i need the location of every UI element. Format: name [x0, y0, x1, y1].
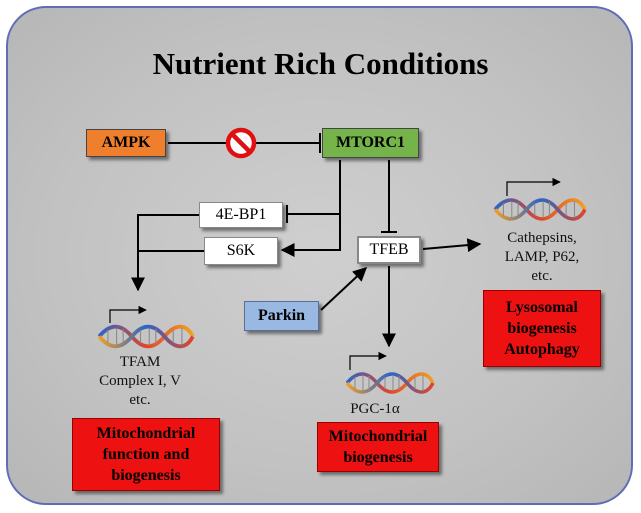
- mtorc1-inhibits-4ebp1-line: [287, 160, 341, 215]
- diagram-title: Nutrient Rich Conditions: [152, 46, 489, 81]
- gene-line: Complex I, V: [99, 373, 181, 389]
- s6k-node: S6K: [204, 237, 278, 265]
- mtorc1-node: MTORC1: [322, 128, 419, 158]
- outcome-line: Mitochondrial: [96, 425, 196, 442]
- pgc1a-gene-label: PGC-1α: [330, 400, 420, 419]
- outcome-line: Mitochondrial: [328, 428, 428, 445]
- mitochondrial-function-outcome: Mitochondrial function and biogenesis: [72, 418, 220, 491]
- gene-line: TFAM: [119, 354, 161, 370]
- cathepsins-gene-label: Cathepsins, LAMP, P62, etc.: [478, 229, 606, 286]
- outcome-line: Autophagy: [504, 341, 580, 358]
- tfeb-node: TFEB: [357, 236, 421, 264]
- outcome-line: biogenesis: [507, 320, 577, 337]
- promoter-arrow-icon: [109, 177, 561, 370]
- 4ebp1-node: 4E-BP1: [199, 202, 283, 228]
- gene-line: LAMP, P62,: [504, 249, 580, 265]
- gene-line: PGC-1α: [350, 401, 400, 417]
- lysosomal-autophagy-outcome: Lysosomal biogenesis Autophagy: [483, 290, 601, 367]
- gene-line: Cathepsins,: [507, 230, 577, 246]
- mitochondrial-biogenesis-outcome: Mitochondrial biogenesis: [317, 422, 439, 472]
- dna-helix-icon: [345, 372, 435, 394]
- parkin-activates-tfeb-arrow: [320, 267, 368, 311]
- dna-helix-icon: [493, 198, 587, 221]
- outcome-line: Lysosomal: [505, 299, 578, 316]
- dna-helix-icon: [97, 324, 195, 349]
- ampk-node: AMPK: [86, 129, 166, 157]
- gene-line: etc.: [129, 392, 151, 408]
- mtorc1-activates-s6k-arrow: [280, 214, 341, 257]
- gene-line: etc.: [531, 268, 553, 284]
- tfam-gene-label: TFAM Complex I, V etc.: [70, 353, 210, 410]
- no-sign-icon: [225, 127, 257, 159]
- outcome-line: biogenesis: [343, 449, 413, 466]
- outcome-line: biogenesis: [111, 467, 181, 484]
- to-tfam-arrow: [131, 214, 199, 292]
- parkin-node: Parkin: [244, 301, 319, 331]
- tfeb-to-cathepsins-arrow: [422, 238, 482, 253]
- outcome-line: function and: [102, 446, 190, 463]
